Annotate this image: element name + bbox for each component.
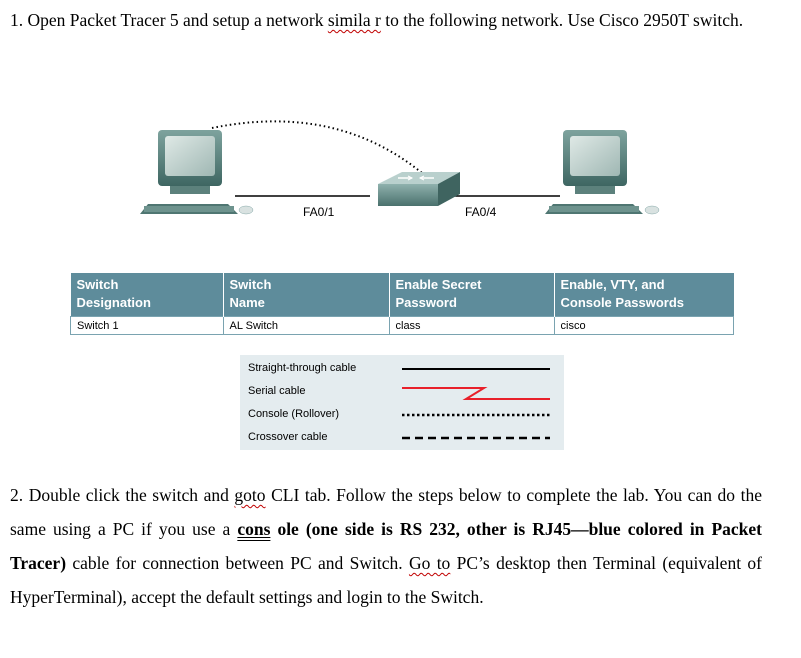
step-1-paragraph: 1. Open Packet Tracer 5 and setup a netw…	[10, 4, 762, 36]
legend-label: Straight-through cable	[248, 362, 357, 374]
cons-word: cons	[237, 519, 271, 539]
header-line: Switch	[76, 277, 119, 292]
legend-item-console: Console (Rollover)	[240, 403, 564, 426]
switch-icon	[378, 172, 460, 206]
legend-label: Console (Rollover)	[248, 408, 340, 420]
header-line: Console Passwords	[560, 295, 685, 310]
port-label-left: FA0/1	[303, 205, 335, 219]
step-1-text-start: 1. Open Packet Tracer 5 and setup a netw…	[10, 10, 328, 30]
legend-label: Serial cable	[248, 385, 306, 397]
serial-cable-swatch	[402, 387, 550, 400]
cell-secret: class	[388, 316, 555, 335]
step-2-text-b: CLI tab. Follow the steps below to compl…	[10, 485, 762, 539]
spellcheck-word: simila r	[327, 10, 381, 30]
header-line: Designation	[76, 295, 151, 310]
header-line: Switch	[229, 277, 272, 292]
header-line: Name	[229, 295, 265, 310]
pc-right-icon	[545, 130, 660, 215]
legend-item-crossover: Crossover cable	[240, 426, 564, 449]
port-label-right: FA0/4	[465, 205, 497, 219]
step-2-text-a: 2. Double click the switch and	[10, 485, 235, 505]
network-diagram: FA0/1 FA0/4	[140, 110, 680, 230]
legend-item-straight: Straight-through cable	[240, 357, 564, 380]
step-2-text-d: PC’s desktop then Terminal (equivalent o…	[10, 553, 762, 607]
straight-cable-swatch	[402, 368, 550, 370]
legend-label: Crossover cable	[248, 431, 328, 443]
table-row: Switch 1 AL Switch class cisco	[70, 316, 734, 335]
header-line: Enable Secret	[395, 277, 482, 292]
network-diagram-graphic	[140, 120, 660, 215]
legend-item-serial: Serial cable	[240, 380, 564, 403]
cell-passwords: cisco	[553, 316, 734, 335]
cable-legend: Straight-through cable Serial cable Cons…	[240, 355, 564, 450]
header-line: Password	[395, 295, 457, 310]
console-cable	[211, 120, 429, 179]
header-line: Enable, VTY, and	[560, 277, 665, 292]
cell-name: AL Switch	[222, 316, 390, 335]
step-2-paragraph: 2. Double click the switch and goto CLI …	[10, 478, 762, 614]
console-cable-swatch	[402, 413, 550, 417]
cell-designation: Switch 1	[70, 316, 224, 335]
spellcheck-word: Go to	[408, 553, 451, 573]
step-1-text-end: to the following network. Use Cisco 2950…	[380, 10, 744, 30]
spellcheck-word: goto	[234, 485, 266, 505]
cable-description: ole (one side is RS 232, other is RJ45—b…	[10, 519, 762, 573]
step-2-text-c: cable for connection between PC and Swit…	[66, 553, 409, 573]
pc-left-icon	[140, 130, 254, 215]
crossover-cable-swatch	[402, 436, 550, 440]
